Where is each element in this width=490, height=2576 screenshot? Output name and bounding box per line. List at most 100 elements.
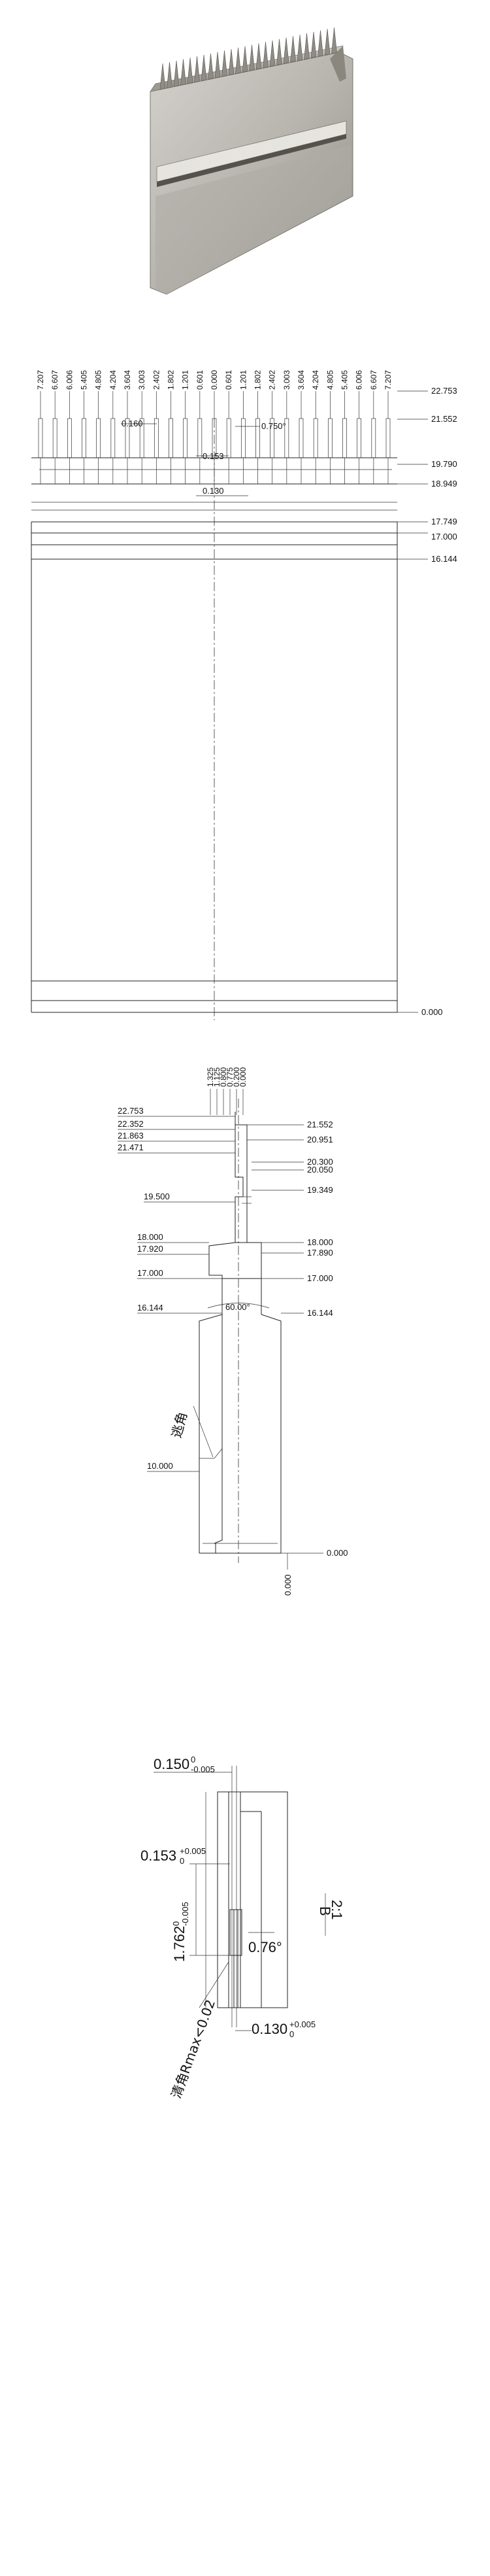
dim-detail-bottom-tol-lower: 0 <box>289 2029 294 2039</box>
dim-side-bottom-0000: 0.000 <box>283 1574 293 1596</box>
dim-side-22753: 22.753 <box>118 1106 144 1116</box>
tooth-position-label: 7.207 <box>384 370 393 390</box>
dim-17000: 17.000 <box>431 532 457 541</box>
blade-tooth-3d <box>187 58 193 84</box>
blade-tooth-3d <box>167 61 172 89</box>
dim-side-22352: 22.352 <box>118 1119 144 1129</box>
dim-side-18000: 18.000 <box>137 1232 163 1242</box>
blade-tooth <box>38 418 43 458</box>
tooth-position-label: 6.607 <box>369 370 378 390</box>
dim-side-19349: 19.349 <box>307 1185 333 1195</box>
blade-tooth-3d <box>304 33 310 60</box>
blade-tooth-3d <box>297 34 303 61</box>
tooth-position-label: 0.601 <box>195 370 204 390</box>
blade-tooth <box>255 418 260 458</box>
blade-tooth-3d <box>214 52 221 78</box>
dim-angle-0750: 0.750° <box>261 421 286 431</box>
blade-tooth-3d <box>208 53 214 80</box>
tooth-position-label: 3.604 <box>297 370 306 390</box>
dim-side-20951: 20.951 <box>307 1135 333 1144</box>
tooth-position-label: 7.207 <box>36 370 45 390</box>
blade-tooth <box>313 418 318 458</box>
blade-tooth-3d <box>331 27 337 54</box>
view-scale: 2:1 <box>329 1900 345 1920</box>
side-top-label: 0.000 <box>238 1067 248 1087</box>
tooth-position-label: 6.006 <box>355 370 364 390</box>
blade-tooth-3d <box>318 30 323 57</box>
dim-detail-vertical-tol-upper: 0 <box>171 1921 181 1926</box>
blade-tooth <box>385 418 391 458</box>
dim-side-21471: 21.471 <box>118 1142 144 1152</box>
tooth-position-label: 1.201 <box>181 370 190 390</box>
dim-detail-left-tol-lower: 0 <box>180 1856 184 1866</box>
blade-tooth <box>197 418 203 458</box>
tooth-position-label: 6.607 <box>50 370 59 390</box>
blade-tooth-3d <box>228 48 235 76</box>
side-top-label: 0.800 <box>219 1067 228 1087</box>
blade-tooth-3d <box>221 50 227 77</box>
front-view-right-dims: 22.753 21.552 19.790 18.949 17.749 17.00… <box>397 386 457 1017</box>
blade-tooth <box>357 418 362 458</box>
relief-angle-note: 逃角 <box>169 1410 191 1439</box>
dim-detail-angle: 0.76° <box>248 1939 282 1955</box>
tooth-position-label: 4.204 <box>108 370 118 390</box>
dim-detail-top: 0.150 <box>154 1756 189 1772</box>
dim-detail-bottom: 0.130 <box>252 2021 287 2037</box>
dim-side-20300: 20.300 <box>307 1157 333 1167</box>
blade-tooth-3d <box>283 37 289 64</box>
dim-side-21552: 21.552 <box>307 1120 333 1129</box>
blade-tooth-3d <box>242 46 248 73</box>
dim-side-16144: 16.144 <box>137 1303 163 1313</box>
dim-18949: 18.949 <box>431 479 457 489</box>
tooth-position-label: 1.802 <box>253 370 263 390</box>
dim-19790: 19.790 <box>431 459 457 469</box>
dim-side-10000: 10.000 <box>147 1461 173 1471</box>
dim-0130: 0.130 <box>203 486 224 496</box>
side-top-label: 1.125 <box>212 1067 221 1087</box>
dim-detail-vertical-tol-lower: -0.005 <box>180 1902 190 1926</box>
dim-side-20050: 20.050 <box>307 1165 333 1175</box>
dim-bottom-0000: 0.000 <box>421 1007 443 1017</box>
blade-tooth-3d <box>194 56 200 83</box>
blade-tooth-3d <box>324 29 331 56</box>
blade-tooth-3d <box>290 36 296 63</box>
blade-tooth <box>299 418 304 458</box>
tooth-position-label: 1.201 <box>238 370 248 390</box>
blade-tooth <box>327 418 333 458</box>
tooth-position-label: 0.601 <box>224 370 233 390</box>
tooth-position-label: 5.405 <box>340 370 350 390</box>
dim-side-angle: 60.00° <box>225 1302 250 1312</box>
tooth-position-label: 4.204 <box>311 370 320 390</box>
dim-detail-left: 0.153 <box>140 1847 176 1864</box>
blade-tooth <box>67 418 72 458</box>
dim-0153: 0.153 <box>203 451 224 461</box>
front-view: 7.207 6.607 6.006 5.405 4.805 4.204 3.604 3.003… <box>31 370 457 1020</box>
blade-tooth <box>110 418 116 458</box>
dim-16144: 16.144 <box>431 554 457 564</box>
dim-side-0000-r: 0.000 <box>327 1548 348 1558</box>
dim-0160: 0.160 <box>122 419 143 428</box>
blade-tooth-3d <box>269 40 276 67</box>
dim-detail-vertical: 1.762 <box>171 1926 188 1962</box>
tooth-position-label: 3.003 <box>137 370 146 390</box>
tooth-position-label: 4.805 <box>94 370 103 390</box>
blade-teeth-3d <box>159 27 337 90</box>
dim-side-17000: 17.000 <box>137 1268 163 1278</box>
dim-detail-top-tol-lower: -0.005 <box>191 1764 215 1774</box>
side-top-label: 0.200 <box>232 1067 241 1087</box>
blade-tooth <box>371 418 376 458</box>
tooth-position-label: 3.604 <box>123 370 132 390</box>
tooth-position-label: 5.405 <box>80 370 89 390</box>
dim-side-17920: 17.920 <box>137 1244 163 1254</box>
blade-tooth-3d <box>276 39 282 65</box>
blade-tooth <box>240 418 246 458</box>
dim-22753: 22.753 <box>431 386 457 396</box>
dim-detail-left-tol-upper: +0.005 <box>180 1846 206 1856</box>
blade-tooth-3d <box>255 43 262 70</box>
detail-view-b: 0.150 0 -0.005 0.153 +0.005 0 1.762 0 -0… <box>140 1755 345 2101</box>
blade-tooth-3d <box>201 54 207 82</box>
